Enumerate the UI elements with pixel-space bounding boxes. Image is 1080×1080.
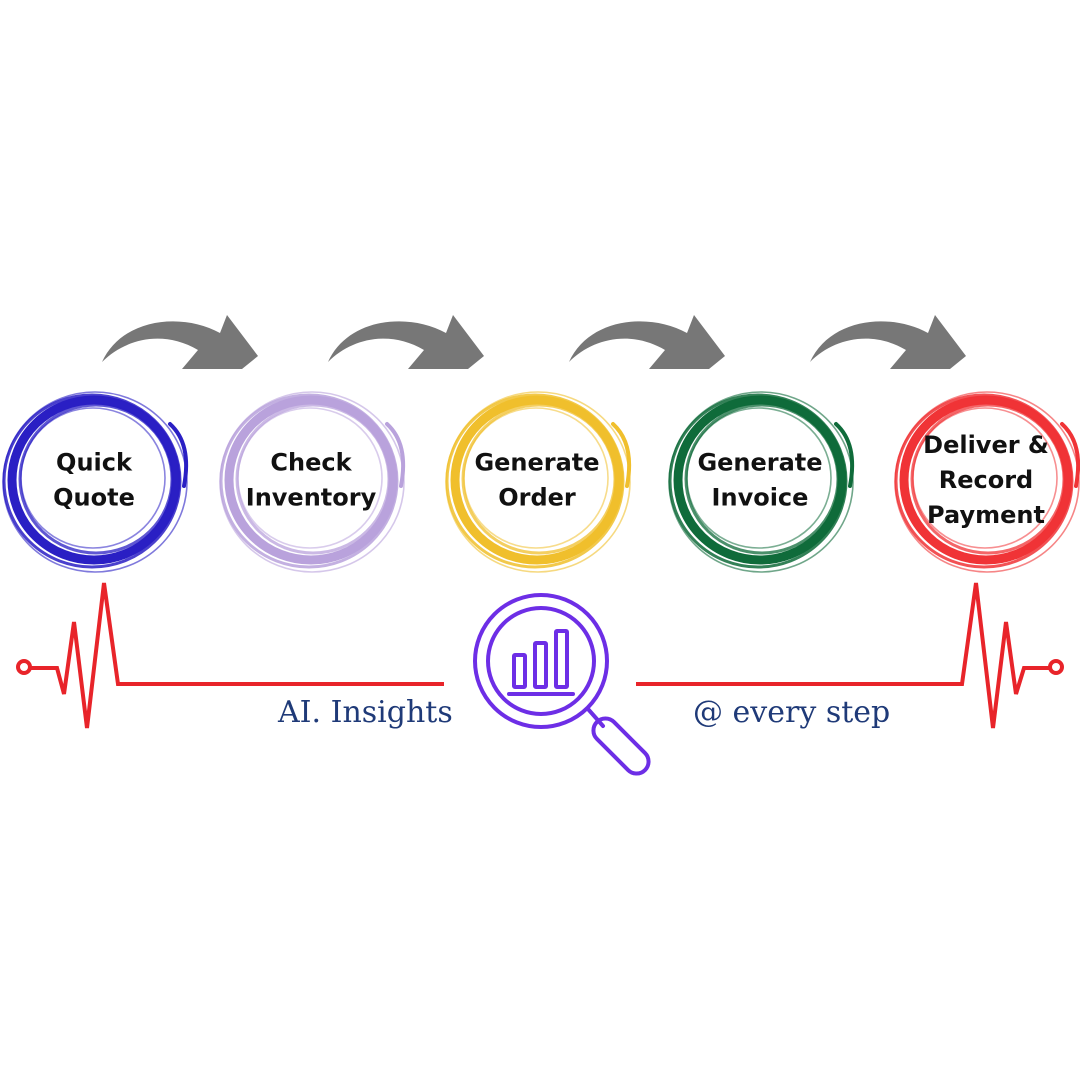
step-ring-stroke bbox=[668, 391, 854, 573]
step-label-line: Generate bbox=[474, 449, 599, 477]
pulse-line-left bbox=[31, 582, 444, 729]
curved-arrow-icon bbox=[569, 315, 725, 369]
step-ring-stroke bbox=[445, 393, 625, 569]
step-ring-stroke bbox=[237, 407, 383, 549]
step-ring-stroke bbox=[684, 403, 840, 555]
pulse-line-right bbox=[636, 582, 1049, 729]
step-ring-stroke bbox=[668, 393, 848, 569]
step-ring-stroke bbox=[463, 407, 609, 549]
step-ring-stroke bbox=[18, 403, 174, 555]
step-label-line: Inventory bbox=[246, 484, 377, 512]
step-ring-stroke bbox=[673, 395, 847, 565]
step-ring-stroke bbox=[219, 393, 399, 569]
caption-ai-insights: AI. Insights bbox=[277, 695, 453, 730]
step-label-line: Order bbox=[498, 484, 576, 512]
magnifier-chart-icon bbox=[473, 593, 651, 776]
caption-every-step: @ every step bbox=[693, 695, 890, 730]
step-label-line: Quote bbox=[53, 484, 135, 512]
pulse-end-dot-left bbox=[16, 659, 32, 675]
step-ring-stroke bbox=[894, 393, 1074, 569]
step-ring-stroke bbox=[910, 403, 1066, 555]
step-ring-stroke bbox=[2, 391, 188, 573]
step-ring-flick bbox=[385, 422, 406, 488]
step-ring-flick bbox=[1060, 422, 1080, 488]
step-label-line: Invoice bbox=[712, 484, 809, 512]
step-ring-stroke bbox=[219, 391, 405, 573]
step-ring-flick bbox=[168, 422, 189, 488]
step-label-line: Payment bbox=[927, 501, 1045, 529]
step-ring-stroke bbox=[2, 393, 182, 569]
pulse-end-dot-right bbox=[1048, 659, 1064, 675]
steps: QuickQuoteCheckInventoryGenerateOrderGen… bbox=[2, 391, 1080, 573]
step-ring-stroke bbox=[450, 395, 624, 565]
step-ring-stroke bbox=[235, 403, 391, 555]
step-ring-stroke bbox=[20, 407, 166, 549]
step-ring-stroke bbox=[7, 395, 181, 565]
step-label-line: Record bbox=[939, 466, 1034, 494]
step-ring-stroke bbox=[445, 391, 631, 573]
curved-arrow-icon bbox=[810, 315, 966, 369]
arrows bbox=[102, 315, 966, 369]
step-ring-stroke bbox=[461, 403, 617, 555]
insight-pulse-line bbox=[16, 582, 1064, 729]
step-ring-stroke bbox=[894, 391, 1080, 573]
step-ring-stroke bbox=[912, 407, 1058, 549]
step-ring-stroke bbox=[224, 395, 398, 565]
step-label-line: Generate bbox=[697, 449, 822, 477]
curved-arrow-icon bbox=[328, 315, 484, 369]
step-ring-stroke bbox=[899, 395, 1073, 565]
step-label-line: Quick bbox=[56, 449, 133, 477]
step-ring-flick bbox=[834, 422, 855, 488]
curved-arrow-icon bbox=[102, 315, 258, 369]
step-ring-stroke bbox=[686, 407, 832, 549]
step-ring-flick bbox=[611, 422, 632, 488]
step-label-line: Deliver & bbox=[923, 431, 1049, 459]
step-label-line: Check bbox=[270, 449, 352, 477]
